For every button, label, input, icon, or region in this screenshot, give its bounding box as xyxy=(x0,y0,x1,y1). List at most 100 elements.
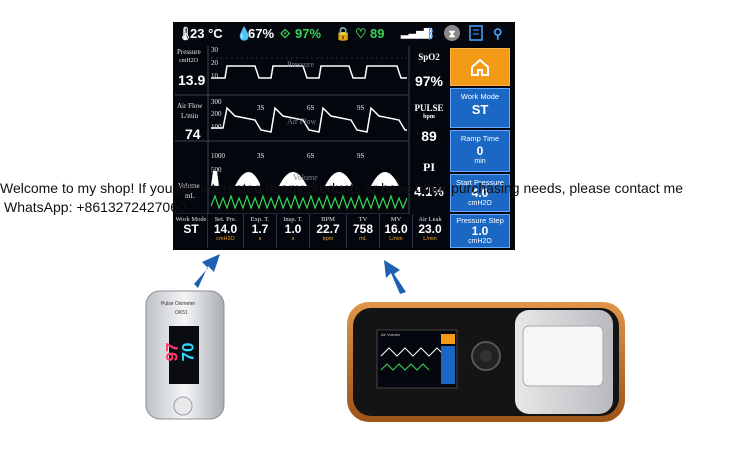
param-header: Work Mode xyxy=(175,216,207,223)
param-unit: L/min xyxy=(389,236,403,242)
param-value: 22.7 xyxy=(316,222,340,236)
volume-tick-1: 3S xyxy=(257,152,265,160)
ramp-time-title: Ramp Time xyxy=(460,134,500,143)
airflow-wave-title: Air Flow xyxy=(287,117,317,126)
param-work-mode: Work Mode ST xyxy=(175,214,208,248)
volume-tick-3: 9S xyxy=(357,152,365,160)
volume-scale-2: 500 xyxy=(211,166,222,174)
param-value: 1.0 xyxy=(284,222,302,236)
volume-tick-2: 6S xyxy=(307,152,315,160)
pressure-scale-2: 20 xyxy=(211,59,218,67)
device-screen-title: Air Volume xyxy=(381,332,401,337)
start-pressure-value: 4.0 xyxy=(471,186,489,200)
shop-welcome-text: Welcome to my shop! If you are intereste… xyxy=(0,180,684,196)
airflow-scale-2: 200 xyxy=(211,110,222,118)
ventilator-device-image: Air Volume xyxy=(345,298,627,426)
pressure-value: 13.9 xyxy=(178,72,206,88)
ramp-time-button[interactable]: Ramp Time 0 min xyxy=(450,130,510,172)
param-bpm: BPM 22.7 bpm xyxy=(310,214,347,248)
ramp-time-value: 0 xyxy=(476,144,484,158)
usb-icon: ⚲ xyxy=(493,26,503,41)
humidity-icon: 💧 xyxy=(236,26,253,41)
waveform-area: Pressure cmH2O 13.9 30 20 10 Pressure Ai… xyxy=(175,46,445,234)
pulse-oximeter-image: Pulse Oximeter OK51 97 70 xyxy=(145,290,227,422)
start-pressure-title: Start Pressure xyxy=(456,178,504,187)
airflow-value: 74 xyxy=(185,126,201,142)
param-mv: MV 16.0 L/min xyxy=(380,214,413,248)
airflow-tick-3: 9S xyxy=(357,104,365,112)
pressure-wave-title: Pressure xyxy=(287,60,315,69)
pressure-step-unit: cmH2O xyxy=(468,238,492,245)
home-button[interactable] xyxy=(450,48,510,86)
param-unit: cmH2O xyxy=(216,236,235,242)
pulse-value: 89 xyxy=(421,128,437,144)
param-unit: s xyxy=(291,236,295,242)
humidity-value: 67% xyxy=(248,26,275,41)
arrow-up-right-icon xyxy=(194,254,220,288)
param-header: Insp. T. xyxy=(283,216,303,223)
temperature-value: 23 °C xyxy=(190,26,223,41)
param-header: BPM xyxy=(321,216,335,223)
pressure-scale-3: 10 xyxy=(211,72,218,80)
oximeter-model: OK51 xyxy=(175,310,188,316)
param-unit: s xyxy=(258,236,262,242)
param-value: ST xyxy=(183,222,199,236)
param-value: 1.7 xyxy=(251,222,269,236)
param-unit: mL xyxy=(359,236,367,242)
work-mode-title: Work Mode xyxy=(460,92,500,101)
param-unit: L/min xyxy=(423,236,437,242)
param-header: MV xyxy=(390,216,402,223)
param-header: TV xyxy=(358,216,368,223)
pulse-unit: bpm xyxy=(423,114,435,120)
param-set-pressure: Set. Pre. 14.0 cmH2O xyxy=(208,214,244,248)
param-value: 23.0 xyxy=(418,222,442,236)
heart-rate-value: 89 xyxy=(370,26,385,41)
pressure-label: Pressure xyxy=(177,48,201,56)
volume-wave-title: Volume xyxy=(293,173,318,182)
thermometer-icon: 🌡 xyxy=(177,26,194,41)
param-tv: TV 758 mL xyxy=(347,214,380,248)
param-insp-time: Insp. T. 1.0 s xyxy=(277,214,310,248)
pi-value: 4.1% xyxy=(414,184,444,199)
monitor-screen: 🌡 23 °C 💧 67% ⟐ 97% 🔒 ♡ 89 ▂▃▅▇ ᛒ ⧗ ⚲ xyxy=(173,22,515,250)
pressure-unit: cmH2O xyxy=(179,58,198,64)
pressure-step-button[interactable]: Pressure Step 1.0 cmH2O xyxy=(450,214,510,248)
airflow-tick-2: 6S xyxy=(307,104,315,112)
airflow-scale-1: 300 xyxy=(211,98,222,106)
airflow-unit: L/min xyxy=(181,112,199,120)
o2-icon: ⟐ xyxy=(280,26,291,41)
param-value: 14.0 xyxy=(213,222,238,236)
param-header: Exp. T. xyxy=(250,216,270,223)
status-bar: 🌡 23 °C 💧 67% ⟐ 97% 🔒 ♡ 89 ▂▃▅▇ ᛒ ⧗ ⚲ xyxy=(173,22,515,46)
hourglass-icon: ⧗ xyxy=(443,24,461,45)
param-air-leak: Air Leak 23.0 L/min xyxy=(413,214,447,248)
param-unit: bpm xyxy=(322,236,334,242)
pressure-step-value: 1.0 xyxy=(471,224,489,238)
oximeter-pulse: 70 xyxy=(178,342,198,362)
storage-icon xyxy=(469,25,483,44)
signal-icon: ▂▃▅▇ xyxy=(401,28,432,39)
parameter-bar: Work Mode ST Set. Pre. 14.0 cmH2O Exp. T… xyxy=(175,214,447,248)
vital-values: SpO2 97% PULSE bpm 89 PI 4.1% xyxy=(409,46,449,234)
start-pressure-button[interactable]: Start Pressure 4.0 cmH2O xyxy=(450,174,510,212)
param-value: 758 xyxy=(352,222,374,236)
param-header: Air Leak xyxy=(418,216,442,223)
ramp-time-unit: min xyxy=(474,158,486,165)
bluetooth-icon: ᛒ xyxy=(427,26,435,41)
spo2-value: 97% xyxy=(414,73,444,89)
arrow-up-left-icon xyxy=(384,260,406,294)
volume-scale-1: 1000 xyxy=(211,152,225,160)
spo2-label: SpO2 xyxy=(418,52,440,62)
airflow-tick-1: 3S xyxy=(257,104,265,112)
airflow-label: Air Flow xyxy=(177,102,203,110)
volume-unit: mL xyxy=(185,192,195,200)
o2-value: 97% xyxy=(295,26,322,41)
svg-text:⧗: ⧗ xyxy=(448,29,455,40)
start-pressure-unit: cmH2O xyxy=(468,200,492,207)
settings-side-panel: Work Mode ST Ramp Time 0 min Start Press… xyxy=(450,48,510,248)
shop-whatsapp-text: WhatsApp: +8613272427060 xyxy=(4,199,186,215)
work-mode-button[interactable]: Work Mode ST xyxy=(450,88,510,128)
param-exp-time: Exp. T. 1.7 s xyxy=(244,214,277,248)
work-mode-value: ST xyxy=(471,102,489,117)
lock-icon: 🔒 xyxy=(335,26,352,41)
